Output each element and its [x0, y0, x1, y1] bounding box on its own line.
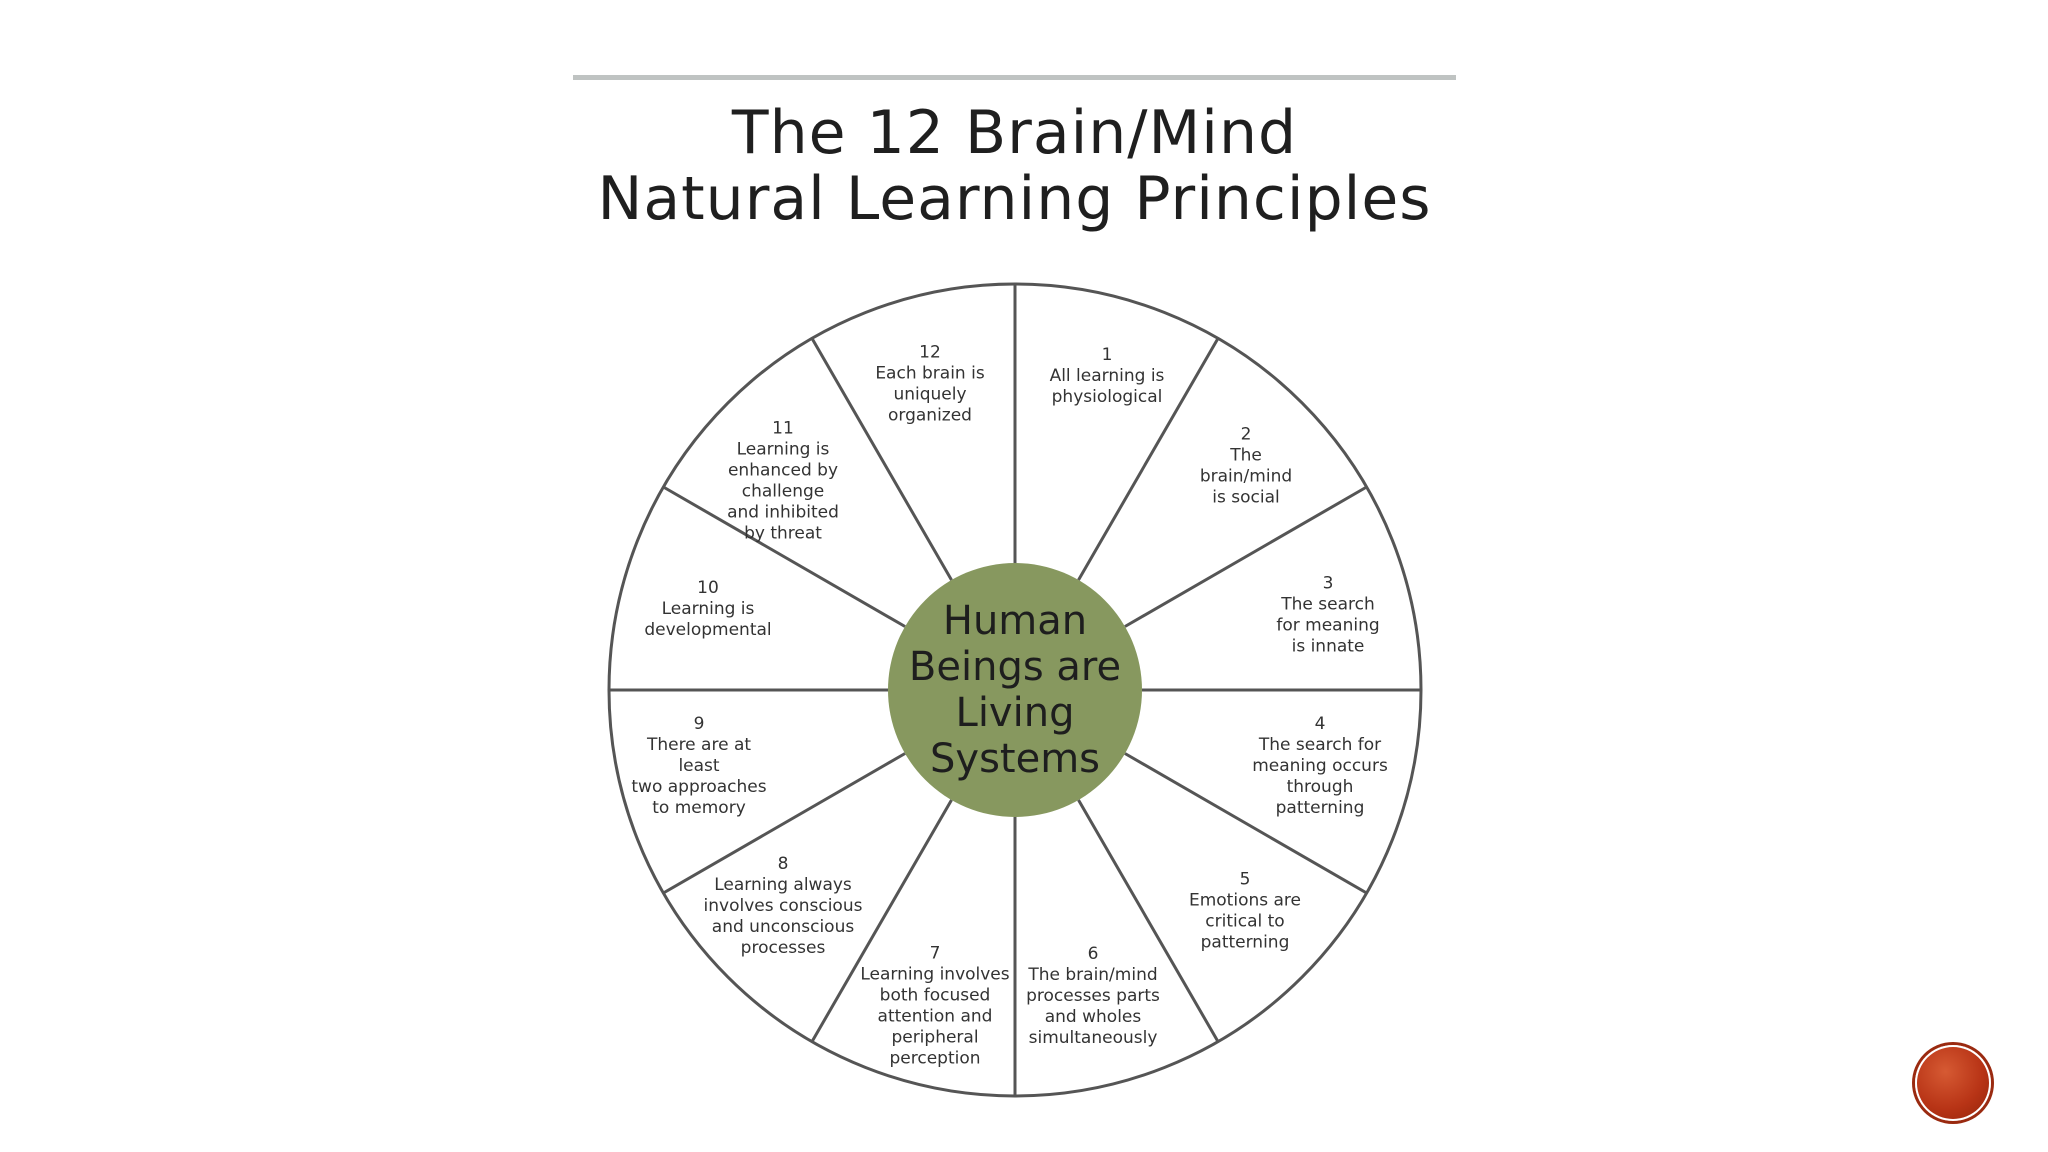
title-line-1: The 12 Brain/Mind — [731, 98, 1298, 168]
principle-text-line: both focused — [880, 986, 991, 1006]
principle-text-line: to memory — [652, 798, 746, 818]
principle-text-line: and unconscious — [712, 917, 855, 937]
principle-text-line: developmental — [644, 620, 771, 640]
principle-text-line: and inhibited — [727, 503, 839, 523]
principle-text-line: perception — [889, 1049, 980, 1069]
principle-text-line: The — [1229, 446, 1262, 466]
principle-text-line: physiological — [1052, 387, 1163, 407]
wheel-spoke — [1124, 752, 1368, 895]
principle-text-line: Each brain is — [875, 364, 985, 384]
top-rule — [573, 75, 1456, 80]
wheel-spoke — [810, 337, 953, 581]
principle-text-line: challenge — [742, 482, 824, 502]
principle-number: 7 — [930, 944, 941, 964]
principle-number: 12 — [919, 343, 941, 363]
principle-text-line: Learning is — [737, 440, 830, 460]
principle-number: 11 — [772, 419, 794, 439]
center-label-line: Beings are — [909, 644, 1121, 690]
principle-text-line: critical to — [1205, 912, 1284, 932]
principle-text-line: The brain/mind — [1027, 965, 1157, 985]
wheel-spoke — [810, 799, 953, 1043]
principle-text-line: The search — [1280, 595, 1375, 615]
center-circle — [888, 563, 1142, 817]
principle-text-line: meaning occurs — [1252, 756, 1388, 776]
principle-text-line: Emotions are — [1189, 891, 1301, 911]
principle-text-line: Learning always — [714, 875, 852, 895]
center-label-line: Living — [956, 690, 1075, 736]
principle-number: 9 — [694, 714, 705, 734]
principle-number: 3 — [1323, 574, 1334, 594]
principle-text-line: attention and — [878, 1007, 993, 1027]
principle-text-line: The search for — [1258, 735, 1381, 755]
title-line-2: Natural Learning Principles — [597, 164, 1432, 234]
principle-text-line: is social — [1212, 488, 1279, 508]
principle-text-line: by threat — [744, 524, 822, 544]
principle-text-line: enhanced by — [728, 461, 838, 481]
wheel-spoke — [1077, 799, 1220, 1043]
principle-text-line: for meaning — [1276, 616, 1379, 636]
next-slide-button[interactable] — [1915, 1045, 1991, 1121]
principle-text-line: There are at — [646, 735, 751, 755]
principle-text-line: peripheral — [891, 1028, 978, 1048]
principle-text-line: two approaches — [631, 777, 766, 797]
principle-number: 4 — [1315, 714, 1326, 734]
principle-text-line: organized — [888, 406, 972, 426]
principle-text-line: processes parts — [1026, 986, 1160, 1006]
principle-text-line: brain/mind — [1200, 467, 1292, 487]
principle-text-line: patterning — [1276, 798, 1365, 818]
principle-text-line: Learning is — [662, 599, 755, 619]
principle-number: 5 — [1240, 870, 1251, 890]
principle-text-line: is innate — [1292, 637, 1365, 657]
principle-text-line: simultaneously — [1029, 1028, 1158, 1048]
principle-text-line: through — [1287, 777, 1354, 797]
principle-text-line: All learning is — [1050, 366, 1165, 386]
principle-text-line: least — [678, 756, 719, 776]
center-label-line: Systems — [930, 736, 1100, 782]
principle-number: 1 — [1102, 345, 1113, 365]
principle-number: 10 — [697, 578, 719, 598]
center-label-line: Human — [943, 598, 1087, 644]
principle-text-line: Learning involves — [860, 965, 1009, 985]
page-title: The 12 Brain/Mind Natural Learning Princ… — [573, 100, 1456, 232]
principle-text-line: involves conscious — [704, 896, 863, 916]
wheel-spoke — [1124, 485, 1368, 628]
principle-text-line: and wholes — [1045, 1007, 1142, 1027]
principle-text-line: uniquely — [893, 385, 966, 405]
principle-text-line: processes — [741, 938, 826, 958]
wheel-spoke — [662, 485, 906, 628]
principle-number: 6 — [1088, 944, 1099, 964]
principle-number: 2 — [1241, 425, 1252, 445]
wheel-spoke — [1077, 337, 1220, 581]
principle-number: 8 — [778, 854, 789, 874]
wheel-spoke — [662, 752, 906, 895]
principle-text-line: patterning — [1201, 933, 1290, 953]
